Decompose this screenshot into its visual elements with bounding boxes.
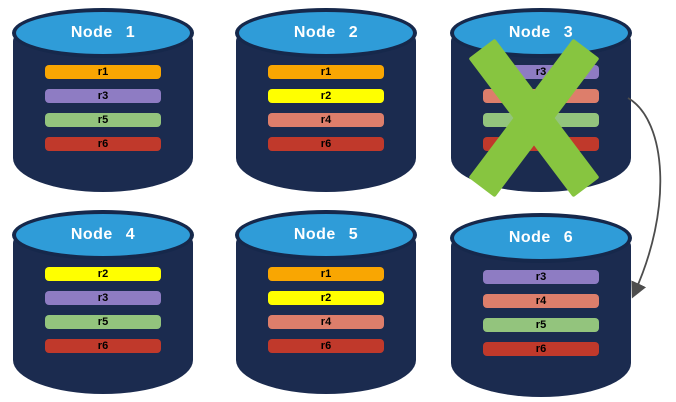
- cylinder-body: [236, 235, 416, 394]
- node-title: Node 1: [70, 24, 136, 41]
- node-3: Node 3 r3 r4 r5 r6: [450, 8, 632, 198]
- replica-label: r5: [97, 316, 109, 328]
- replica-label: r2: [320, 90, 332, 102]
- replica-label: r6: [97, 138, 109, 150]
- replica-bar: r2: [268, 89, 384, 103]
- replica-bar: r6: [45, 137, 161, 151]
- node-title: Node 2: [293, 24, 359, 41]
- replica-label: r4: [320, 114, 332, 126]
- replica-bar: r6: [268, 339, 384, 353]
- replica-list: r2 r3 r5 r6: [45, 267, 161, 353]
- replica-bar: r3: [45, 89, 161, 103]
- replica-bar: r6: [483, 342, 599, 356]
- node-title: Node 3: [508, 24, 574, 41]
- replica-bar: r6: [268, 137, 384, 151]
- node-title: Node 5: [293, 226, 359, 243]
- replica-bar: r6: [45, 339, 161, 353]
- node-title: Node 4: [70, 226, 136, 243]
- replica-bar: r1: [45, 65, 161, 79]
- replica-bar: r1: [268, 267, 384, 281]
- replica-label: r5: [535, 319, 547, 331]
- failure-x-icon: [468, 38, 600, 198]
- node-5: Node 5 r1 r2 r4 r6: [235, 210, 417, 396]
- cylinder-body: [13, 235, 193, 394]
- cylinder-top: Node 4: [12, 210, 194, 260]
- replica-label: r3: [535, 271, 547, 283]
- replica-bar: r3: [483, 270, 599, 284]
- replica-label: r6: [320, 340, 332, 352]
- replica-bar: r1: [268, 65, 384, 79]
- node-title: Node 6: [508, 229, 574, 246]
- replica-label: r4: [535, 295, 547, 307]
- cylinder-body: [236, 33, 416, 192]
- replica-bar: r2: [45, 267, 161, 281]
- replica-list: r1 r2 r4 r6: [268, 267, 384, 353]
- replica-label: r1: [320, 268, 332, 280]
- replica-label: r4: [320, 316, 332, 328]
- replica-bar: r5: [45, 113, 161, 127]
- replica-label: r1: [320, 66, 332, 78]
- replica-bar: r5: [45, 315, 161, 329]
- replica-bar: r4: [268, 113, 384, 127]
- redistribution-arrow: [627, 97, 662, 299]
- replica-label: r6: [320, 138, 332, 150]
- node-2: Node 2 r1 r2 r4 r6: [235, 8, 417, 194]
- replica-bar: r5: [483, 318, 599, 332]
- cylinder-body: [13, 33, 193, 192]
- replica-label: r3: [535, 66, 547, 78]
- replica-bar: r4: [268, 315, 384, 329]
- replica-label: r6: [535, 343, 547, 355]
- cylinder-top: Node 2: [235, 8, 417, 58]
- node-1: Node 1 r1 r3 r5 r6: [12, 8, 194, 194]
- replica-list: r1 r2 r4 r6: [268, 65, 384, 151]
- replica-bar: r3: [45, 291, 161, 305]
- replica-label: r6: [97, 340, 109, 352]
- replica-bar: r2: [268, 291, 384, 305]
- cylinder-top: Node 1: [12, 8, 194, 58]
- replica-label: r3: [97, 90, 109, 102]
- node-6: Node 6 r3 r4 r5 r6: [450, 213, 632, 399]
- replica-list: r1 r3 r5 r6: [45, 65, 161, 151]
- cylinder-top: Node 6: [450, 213, 632, 263]
- replica-bar: r4: [483, 294, 599, 308]
- node-4: Node 4 r2 r3 r5 r6: [12, 210, 194, 396]
- replica-label: r2: [320, 292, 332, 304]
- cylinder-body: [451, 238, 631, 397]
- replica-label: r2: [97, 268, 109, 280]
- cylinder-top: Node 5: [235, 210, 417, 260]
- replica-label: r5: [97, 114, 109, 126]
- replica-list: r3 r4 r5 r6: [483, 270, 599, 356]
- replica-label: r1: [97, 66, 109, 78]
- replica-label: r3: [97, 292, 109, 304]
